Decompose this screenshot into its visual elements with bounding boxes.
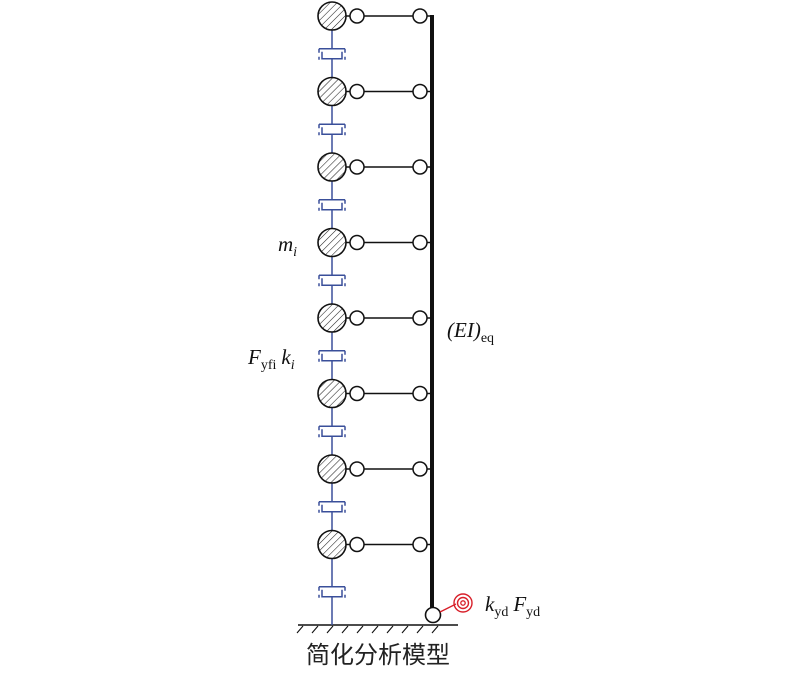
hinge-right (412, 83, 428, 100)
ground-hatch-mark (386, 625, 394, 634)
ground-hatch-mark (356, 625, 364, 634)
mass (317, 303, 347, 333)
ground-hatch-mark (431, 625, 439, 634)
base-rotational-spring (439, 593, 473, 613)
hinge-right (412, 536, 428, 553)
figure-caption: 简化分析模型 (306, 641, 450, 669)
mass (317, 378, 347, 409)
floor-6 (317, 378, 432, 409)
ground-hatch-mark (311, 625, 319, 634)
floor-3 (317, 152, 432, 182)
hinge-left (349, 83, 365, 100)
shear-spring (318, 483, 346, 531)
ground-hatch-mark (401, 625, 409, 634)
ground-hatch-mark (371, 625, 379, 634)
hinge-left (349, 461, 365, 477)
mass (317, 152, 347, 182)
ground-hatch-mark (341, 625, 349, 634)
floor-4 (317, 227, 432, 258)
hinge-right (412, 8, 428, 24)
ground (296, 624, 458, 634)
floor-1 (317, 1, 432, 31)
floor-2 (317, 76, 432, 107)
floor-8 (317, 529, 432, 560)
shear-spring (318, 105, 346, 153)
mass-floors (317, 1, 432, 560)
ground-hatch-mark (416, 625, 424, 634)
shear-spring (318, 181, 346, 229)
ground-hatch-marks (296, 625, 439, 634)
hinge-right (412, 234, 428, 251)
shear-spring-column (318, 30, 346, 625)
hinge-right (412, 159, 428, 175)
ground-hatch-mark (296, 625, 304, 634)
floor-5 (317, 303, 432, 333)
hinge-left (349, 536, 365, 553)
hinge-right (412, 461, 428, 477)
wall-base-hinge (424, 606, 442, 624)
shear-spring (318, 407, 346, 455)
shear-spring (318, 30, 346, 78)
shear-spring (318, 256, 346, 304)
hinge-right (412, 385, 428, 402)
shear-spring (318, 558, 346, 625)
ground-hatch-mark (326, 625, 334, 634)
mass (317, 529, 347, 560)
hinge-right (412, 310, 428, 326)
hinge-left (349, 234, 365, 251)
shear-spring (318, 332, 346, 380)
hinge-left (349, 159, 365, 175)
wall-stiffness-label: (EI)eq (447, 318, 494, 346)
mass-label: mi (278, 232, 297, 260)
hinge-left (349, 310, 365, 326)
floor-7 (317, 454, 432, 484)
mass (317, 1, 347, 31)
mass (317, 454, 347, 484)
mass (317, 227, 347, 258)
hinge-left (349, 8, 365, 24)
hinge-left (349, 385, 365, 402)
mass (317, 76, 347, 107)
